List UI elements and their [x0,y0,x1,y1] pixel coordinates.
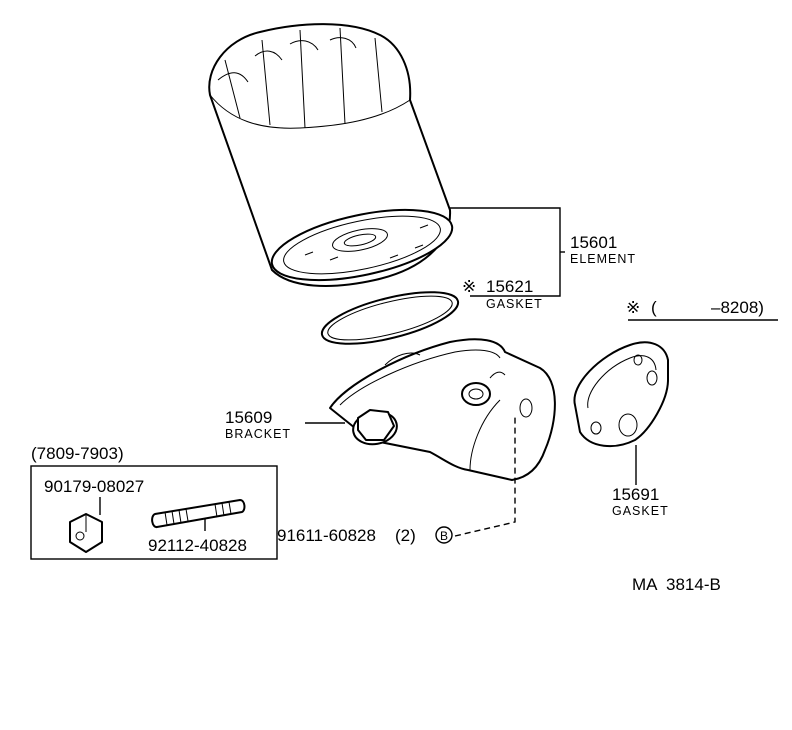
reference-b-circle [435,526,453,544]
gasket-top-mark: ※ [462,277,476,296]
diagram-code: MA 3814-B [632,575,721,594]
bolt-part-number: 91611-60828 [277,526,376,545]
stud-drawing [151,499,246,528]
stud-part-number: 92112-40828 [148,536,247,555]
bracket-part-name: BRACKET [225,427,291,441]
side-gasket-part-name: GASKET [612,504,669,518]
nut-drawing [69,513,103,553]
gasket-ring-drawing [320,291,460,345]
oil-filter-element-drawing [208,23,454,287]
production-range-note: (7809-7903) [31,444,124,463]
mark-note-symbol: ※ [626,298,640,317]
inset-box [30,465,278,560]
gasket-top-part-number: 15621 [486,277,533,296]
mark-note-open: ( [651,298,657,317]
element-part-number: 15601 [570,233,617,252]
element-part-name: ELEMENT [570,252,636,266]
side-gasket-drawing [573,341,669,448]
mark-note-range: –8208) [711,298,764,317]
bolt-reference-letter: B [440,529,448,543]
bracket-part-number: 15609 [225,408,272,427]
side-gasket-part-number: 15691 [612,485,659,504]
nut-part-number: 90179-08027 [44,477,144,496]
bolt-quantity: (2) [395,526,416,545]
gasket-top-part-name: GASKET [486,297,543,311]
leader-lines [99,207,778,537]
bracket-drawing [329,338,556,481]
